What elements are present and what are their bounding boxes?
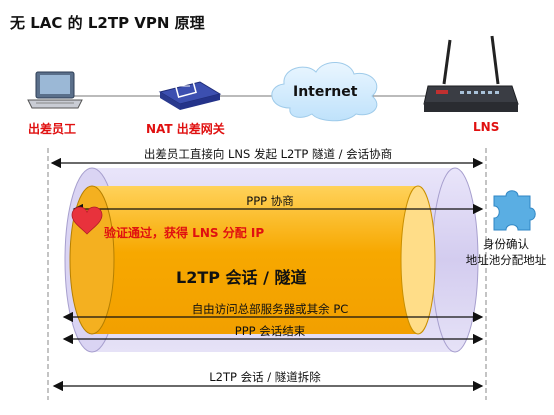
address-pool-label: 地址池分配地址	[465, 253, 547, 267]
employee-label: 出差员工	[28, 122, 77, 136]
ppp-negotiation-text: PPP 协商	[246, 194, 294, 208]
page-title: 无 LAC 的 L2TP VPN 原理	[10, 14, 205, 32]
negotiation-text: 出差员工直接向 LNS 发起 L2TP 隧道 / 会话协商	[143, 147, 393, 161]
heart-icon	[71, 206, 103, 235]
auth-success-text: 验证通过，获得 LNS 分配 IP	[104, 226, 265, 240]
identity-confirm-label: 身份确认	[483, 237, 529, 251]
lns-device-icon	[423, 35, 519, 112]
router-icon	[158, 74, 222, 110]
tunnel-label: L2TP 会话 / 隧道	[176, 268, 307, 287]
internet-cloud-icon	[271, 62, 378, 122]
teardown-text: L2TP 会话 / 隧道拆除	[209, 370, 321, 384]
internet-label: Internet	[293, 84, 358, 100]
puzzle-icon	[493, 190, 536, 231]
access-text: 自由访问总部服务器或其余 PC	[191, 302, 349, 316]
laptop-icon	[27, 71, 83, 109]
nat-gateway-label: NAT 出差网关	[146, 122, 225, 136]
lns-label: LNS	[473, 120, 500, 134]
ppp-end-text: PPP 会话结束	[234, 324, 306, 338]
